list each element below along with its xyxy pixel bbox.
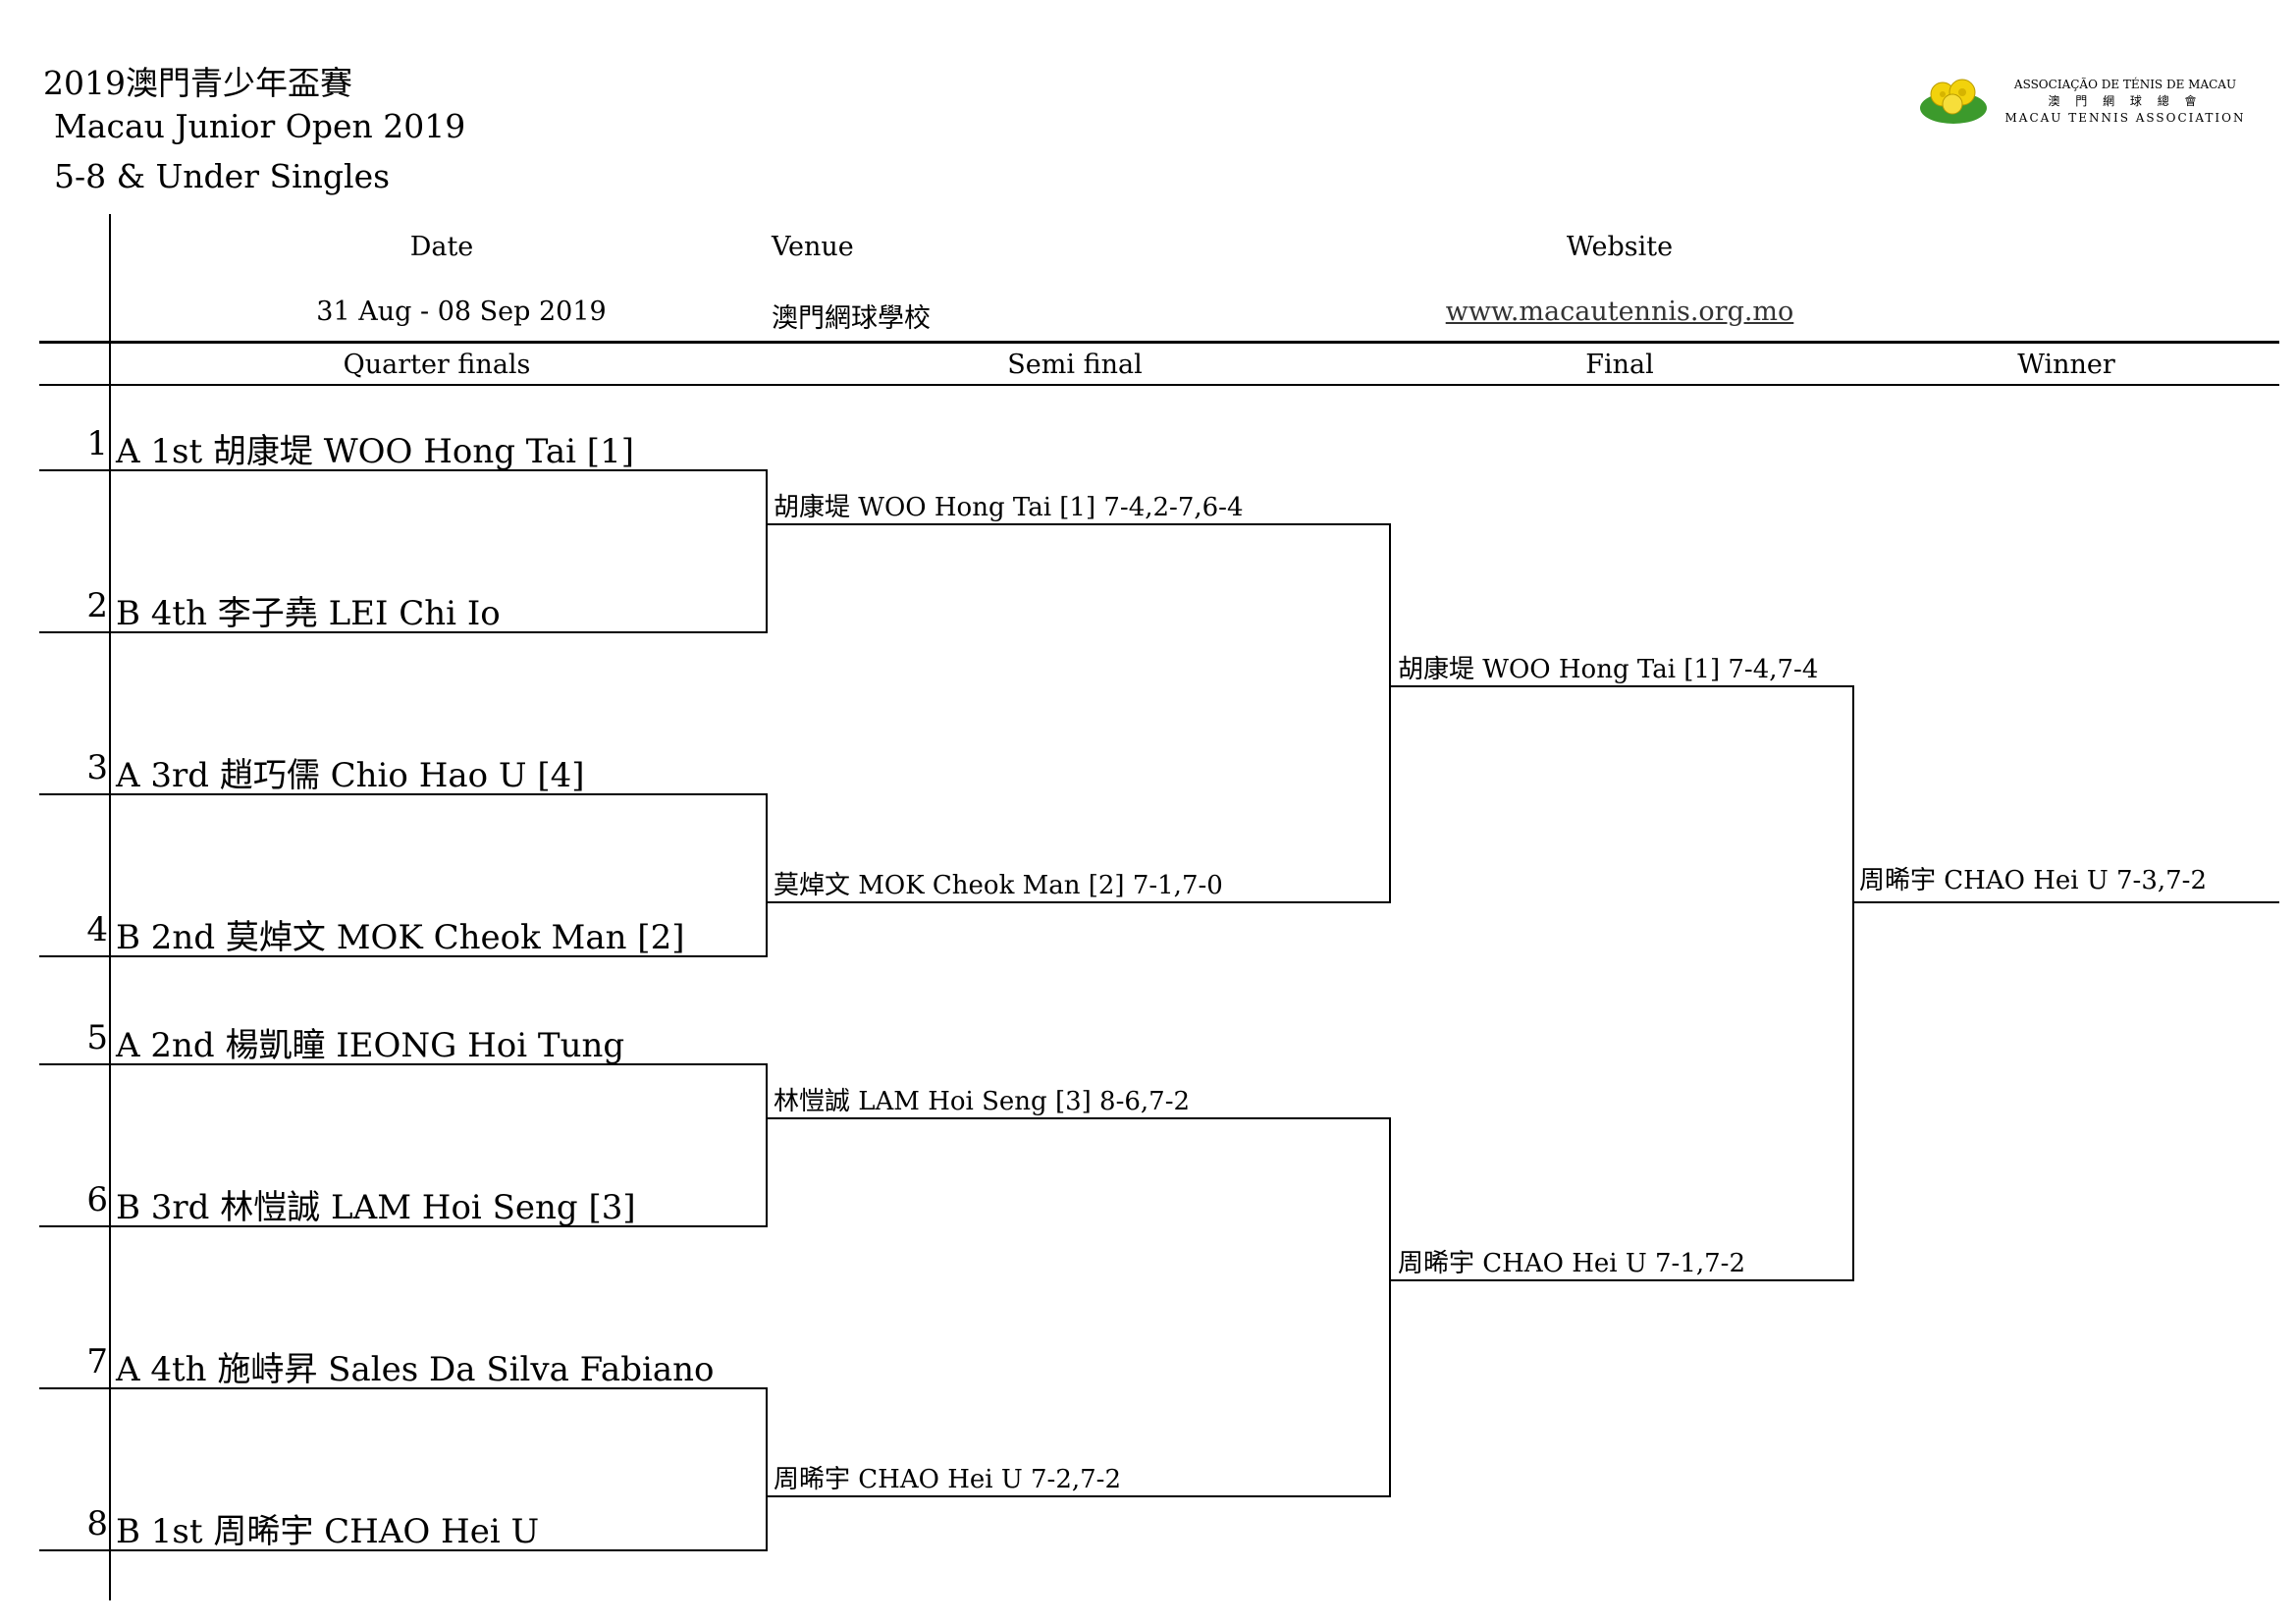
semi-result: 胡康堤 WOO Hong Tai [1] 7-4,2-7,6-4	[774, 493, 1244, 522]
seed-number: 5	[86, 1018, 108, 1057]
association-logo	[1919, 71, 1988, 126]
logo-line-portuguese: ASSOCIAÇÃO DE TÉNIS DE MACAU	[2013, 78, 2237, 91]
bracket-line	[1852, 901, 2279, 903]
bracket-connector	[766, 469, 768, 633]
bracket-line	[766, 901, 1391, 903]
venue-label: Venue	[772, 232, 854, 262]
round-quarter-finals: Quarter finals	[343, 350, 531, 380]
round-winner: Winner	[2017, 350, 2115, 380]
event-name: 5-8 & Under Singles	[54, 157, 391, 195]
player-name: A 1st 胡康堤 WOO Hong Tai [1]	[116, 432, 634, 471]
bracket-line	[39, 631, 768, 633]
final-result: 周晞宇 CHAO Hei U 7-1,7-2	[1398, 1249, 1746, 1278]
title-chinese: 2019澳門青少年盃賽	[43, 64, 352, 102]
bracket-connector	[766, 1387, 768, 1551]
seed-number: 4	[86, 910, 108, 949]
bracket-line	[39, 1225, 768, 1227]
seed-number: 1	[86, 424, 108, 463]
website-label: Website	[1566, 232, 1674, 262]
bracket-connector	[1389, 1117, 1391, 1497]
player-name: A 3rd 趙巧儒 Chio Hao U [4]	[116, 756, 585, 795]
bracket-line	[766, 1495, 1391, 1497]
bracket-connector	[1389, 523, 1391, 903]
bracket-line	[39, 469, 768, 471]
bracket-line	[1389, 1279, 1854, 1281]
semi-result: 林愷誠 LAM Hoi Seng [3] 8-6,7-2	[774, 1087, 1191, 1116]
player-name: B 2nd 莫焯文 MOK Cheok Man [2]	[116, 918, 685, 957]
date-label: Date	[409, 232, 474, 262]
bracket-connector	[766, 793, 768, 957]
logo-text: ASSOCIAÇÃO DE TÉNIS DE MACAU 澳 門 網 球 總 會…	[2002, 77, 2248, 127]
player-name: B 1st 周晞宇 CHAO Hei U	[116, 1512, 540, 1551]
date-value: 31 Aug - 08 Sep 2019	[316, 297, 607, 327]
bracket-line	[39, 1387, 768, 1389]
bracket-connector	[1852, 685, 1854, 1281]
logo-line-english: MACAU TENNIS ASSOCIATION	[2004, 111, 2246, 125]
tennis-flower-icon	[1920, 79, 1987, 124]
seed-number: 6	[86, 1180, 108, 1219]
bracket-line	[39, 955, 768, 957]
bracket-line	[39, 1549, 768, 1551]
title-english: Macau Junior Open 2019	[54, 107, 466, 145]
seed-number: 7	[86, 1342, 108, 1381]
player-name: B 3rd 林愷誠 LAM Hoi Seng [3]	[116, 1188, 636, 1227]
semi-result: 莫焯文 MOK Cheok Man [2] 7-1,7-0	[774, 871, 1223, 900]
round-final: Final	[1585, 350, 1654, 380]
logo-line-chinese: 澳 門 網 球 總 會	[2048, 94, 2203, 108]
bracket-line	[39, 1063, 768, 1065]
round-header-top-rule	[39, 341, 2279, 344]
venue-value: 澳門網球學校	[772, 303, 931, 334]
player-name: A 2nd 楊凱瞳 IEONG Hoi Tung	[116, 1026, 625, 1065]
winner-result: 周晞宇 CHAO Hei U 7-3,7-2	[1859, 866, 2208, 895]
round-header-bottom-rule	[39, 384, 2279, 386]
player-name: A 4th 施峙昇 Sales Da Silva Fabiano	[116, 1350, 715, 1389]
player-name: B 4th 李子堯 LEI Chi Io	[116, 594, 501, 633]
seed-number: 3	[86, 748, 108, 787]
bracket-line	[766, 1117, 1391, 1119]
final-result: 胡康堤 WOO Hong Tai [1] 7-4,7-4	[1398, 655, 1819, 684]
seed-number: 2	[86, 586, 108, 625]
bracket-line	[766, 523, 1391, 525]
bracket-line	[39, 793, 768, 795]
seed-number: 8	[86, 1504, 108, 1543]
website-link[interactable]: www.macautennis.org.mo	[1445, 297, 1794, 327]
semi-result: 周晞宇 CHAO Hei U 7-2,7-2	[774, 1465, 1122, 1494]
left-rule	[109, 214, 111, 1600]
round-semi-final: Semi final	[1007, 350, 1143, 380]
bracket-line	[1389, 685, 1854, 687]
bracket-connector	[766, 1063, 768, 1227]
